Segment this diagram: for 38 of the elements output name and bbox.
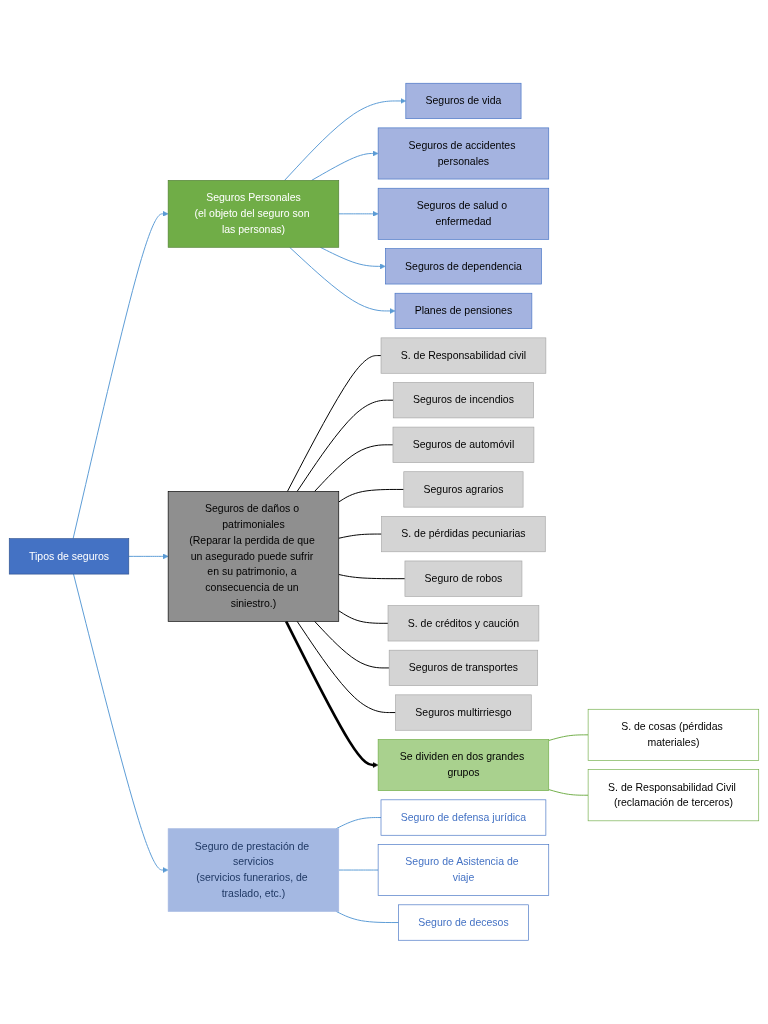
- node-box: Seguro de Asistencia de viaje: [377, 844, 550, 897]
- node-box: Seguros de incendios: [392, 382, 534, 419]
- node-box: Seguros de dependencia: [385, 248, 542, 285]
- connector: [338, 489, 405, 503]
- node-box: Se dividen en dos grandes grupos: [377, 739, 550, 792]
- node-box: Tipos de seguros: [8, 538, 130, 575]
- connector: [296, 621, 397, 714]
- connector: [548, 789, 589, 796]
- node-box: Seguro de decesos: [398, 904, 529, 941]
- node-box: Seguros Personales (el objeto del seguro son las personas): [167, 180, 340, 248]
- connector: [338, 574, 406, 580]
- node-box: Seguros de accidentes personales: [377, 127, 550, 180]
- node-box: S. de Responsabilidad civil: [380, 337, 547, 374]
- node-box: S. de pérdidas pecuniarias: [381, 516, 546, 553]
- node-box: S. de Responsabilidad Civil (reclamación de terceros): [587, 769, 760, 822]
- node-box: S. de créditos y caución: [387, 605, 540, 642]
- node-box: Seguros multirriesgo: [395, 694, 532, 731]
- node-box: Seguros de daños o patrimoniales (Reparar la perdida de que un asegurado puede sufrir en su patrimonio, a consecuencia de un siniestro.): [167, 491, 340, 622]
- connector: [338, 533, 383, 539]
- node-box: S. de cosas (pérdidas materiales): [587, 709, 760, 762]
- node-box: Seguros agrarios: [403, 471, 524, 508]
- connector: [338, 610, 389, 625]
- node-box: Seguro de prestación de servicios (servicios funerarios, de traslado, etc.): [167, 828, 340, 912]
- node-box: Planes de pensiones: [394, 293, 533, 330]
- connector: [314, 444, 394, 493]
- node-box: Seguros de automóvil: [392, 427, 535, 464]
- node-box: Seguro de robos: [404, 560, 523, 597]
- connector: [314, 621, 390, 669]
- connector: [548, 734, 589, 742]
- connector: [296, 399, 394, 493]
- node-box: Seguros de vida: [405, 83, 522, 120]
- node-box: Seguro de defensa jurídica: [380, 799, 547, 836]
- connector: [286, 355, 382, 493]
- node-box: Seguros de transportes: [388, 650, 539, 687]
- connector: [335, 911, 399, 924]
- node-box: Seguros de salud o enfermedad: [377, 188, 550, 240]
- arrow: [284, 621, 379, 769]
- connector: [338, 869, 379, 871]
